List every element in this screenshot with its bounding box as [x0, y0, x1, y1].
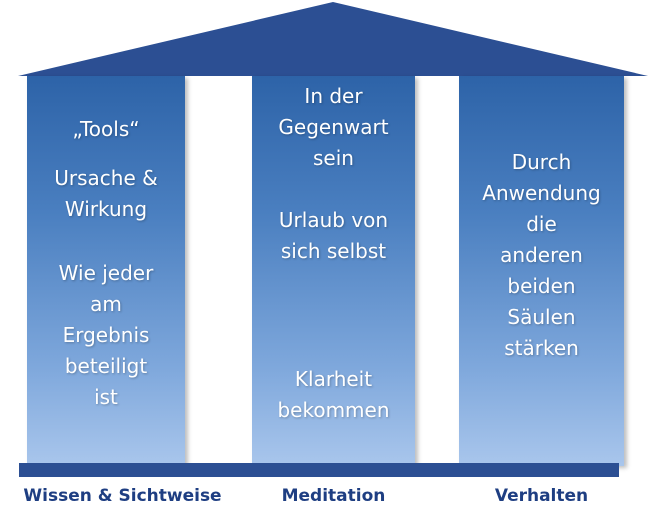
pillar-meditation: In der Gegenwart sein Urlaub von sich se…: [252, 76, 415, 466]
caption-verhalten: Verhalten: [494, 486, 589, 506]
temple-roof: [18, 2, 648, 76]
roof-triangle: [18, 2, 648, 76]
pillar-2-block-2: Urlaub von sich selbst: [278, 208, 389, 263]
pillar-1-block-3: Wie jeder am Ergebnis beteiligt ist: [58, 261, 154, 409]
pillar-wissen: „Tools“ Ursache & Wirkung Wie jeder am E…: [27, 76, 185, 466]
pillar-2-block-1: In der Gegenwart sein: [278, 84, 389, 170]
caption-meditation: Meditation: [281, 486, 386, 506]
pillar-1-block-2: Ursache & Wirkung: [54, 166, 158, 221]
pillar-3-block-1: Durch Anwendung die anderen beiden Säule…: [482, 150, 601, 360]
caption-wissen: Wissen & Sichtweise: [23, 486, 222, 506]
pillar-2-block-3: Klarheit bekommen: [277, 367, 390, 422]
pillar-1-block-1: „Tools“: [72, 117, 140, 141]
pillar-verhalten: Durch Anwendung die anderen beiden Säule…: [459, 76, 624, 466]
temple-base: [19, 463, 619, 477]
